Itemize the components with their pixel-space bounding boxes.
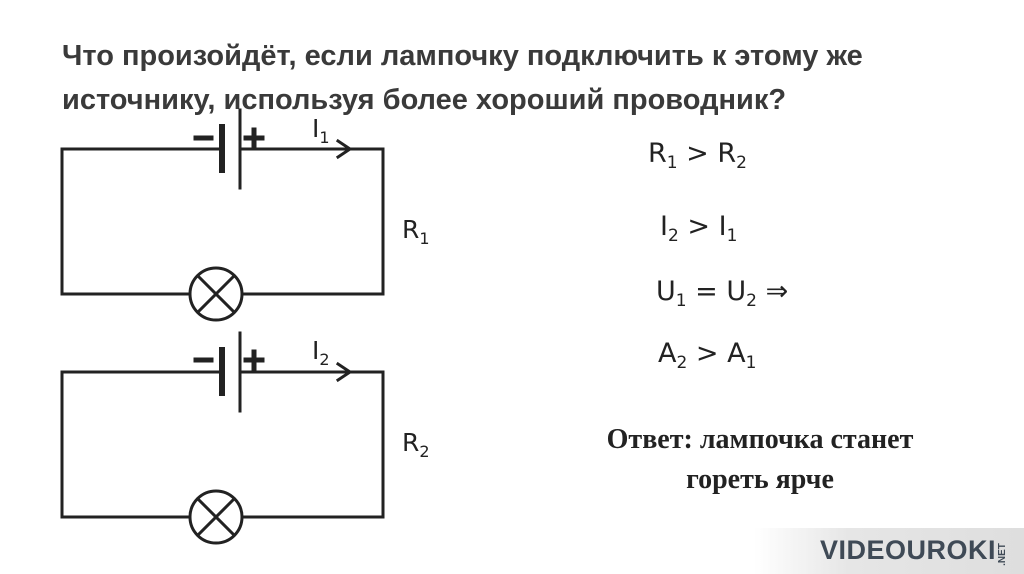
circuit-1-wire (60, 147, 224, 296)
equation-u1-eq-u2: U1 = U2 ⇒ (656, 278, 788, 310)
watermark-bar: VIDEOUROKI .NET (754, 528, 1024, 574)
equation-r1-gt-r2: R1 > R2 (648, 140, 747, 172)
question-line-1: Что произойдёт, если лампочку подключить… (62, 40, 863, 72)
circuit-1-current-arrow (335, 138, 353, 160)
circuit-2-lamp-cross-b (195, 496, 237, 538)
eq-subscript: 1 (726, 226, 738, 246)
circuit-2-current-label: I2 (312, 338, 330, 368)
eq-subscript: 1 (666, 153, 678, 173)
eq-term: U (726, 276, 747, 307)
current-subscript: 2 (319, 350, 330, 369)
eq-term: R (717, 138, 737, 169)
equation-i2-gt-i1: I2 > I1 (660, 213, 737, 245)
eq-term: R (648, 138, 667, 169)
circuit-2-resistance-label: R2 (402, 430, 430, 460)
resistance-subscript: 2 (419, 442, 430, 461)
implies-symbol: ⇒ (756, 276, 789, 307)
equation-a2-gt-a1: A2 > A1 (658, 340, 756, 372)
watermark-logo-text: VIDEOUROKI (819, 535, 996, 565)
circuit-2-wire-right (238, 370, 385, 519)
question-title: Что произойдёт, если лампочку подключить… (62, 34, 962, 122)
eq-term: I (718, 211, 727, 242)
current-symbol: I (312, 114, 320, 143)
eq-subscript: 2 (676, 353, 688, 373)
circuit-2-wire (60, 370, 224, 519)
circuit-1 (60, 108, 385, 322)
resistance-symbol: R (402, 428, 420, 457)
eq-operator: > (687, 338, 728, 369)
resistance-symbol: R (402, 215, 420, 244)
circuit-1-lamp (188, 266, 244, 322)
eq-subscript: 2 (736, 153, 747, 173)
resistance-subscript: 1 (419, 229, 430, 248)
eq-term: A (727, 338, 746, 369)
circuit-2 (60, 331, 385, 545)
eq-subscript: 1 (745, 353, 757, 373)
circuit-1-resistance-label: R1 (402, 217, 430, 247)
answer-line-2: гореть ярче (686, 464, 834, 495)
eq-term: A (658, 338, 677, 369)
eq-operator: = (686, 276, 727, 307)
circuit-1-lamp-cross-b (195, 273, 237, 315)
circuit-1-wire-right (238, 147, 385, 296)
eq-term: I (660, 211, 668, 242)
eq-operator: > (678, 211, 719, 242)
current-symbol: I (312, 336, 320, 365)
question-line-2: источнику, используя более хороший прово… (62, 84, 787, 116)
eq-operator: > (677, 138, 718, 169)
eq-subscript: 1 (675, 291, 687, 311)
eq-subscript: 2 (746, 291, 757, 311)
watermark-suffix: .NET (997, 543, 1009, 566)
circuit-1-current-label: I1 (312, 116, 330, 146)
answer-line-1: Ответ: лампочка станет (606, 424, 914, 455)
current-subscript: 1 (319, 128, 330, 147)
answer-text: Ответ: лампочка станет гореть ярче (550, 420, 970, 500)
eq-subscript: 2 (667, 226, 679, 246)
circuit-2-lamp (188, 489, 244, 545)
eq-term: U (656, 276, 676, 307)
circuit-2-current-arrow (335, 361, 353, 383)
